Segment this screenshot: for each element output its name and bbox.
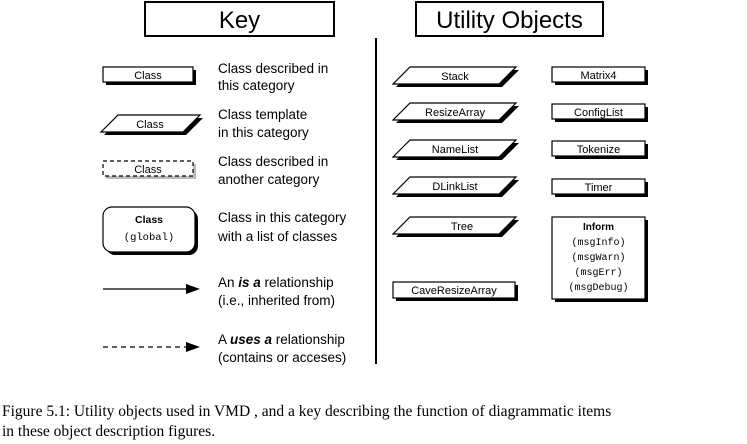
key-list-sub: (global) <box>124 232 174 244</box>
template-tree: Tree <box>391 216 519 237</box>
key-list-title: Class <box>135 214 163 226</box>
key-class-box: Class <box>102 66 196 85</box>
key-isa-arrow <box>103 284 200 294</box>
class-tokenize: Tokenize <box>551 140 648 159</box>
inform-item: (msgWarn) <box>571 252 625 264</box>
template-label: Tree <box>451 221 473 233</box>
class-caveresizearray: CaveResizeArray <box>392 281 518 301</box>
key-uses-text: A uses a relationship <box>218 332 345 347</box>
class-label: Matrix4 <box>580 70 616 82</box>
key-isa-desc: (i.e., inherited from) <box>218 293 335 308</box>
key-template-label: Class <box>136 119 164 131</box>
caption-line-2: in these object description figures. <box>2 423 216 440</box>
inform-title: Inform <box>583 222 614 233</box>
class-inform: Inform (msgInfo) (msgWarn) (msgErr) (msg… <box>551 216 648 302</box>
class-label: ConfigList <box>574 107 623 119</box>
template-stack: Stack <box>391 66 519 87</box>
figure-caption: Figure 5.1: Utility objects used in VMD … <box>2 402 747 442</box>
utility-title: Utility Objects <box>436 7 583 34</box>
class-label: Timer <box>585 182 613 194</box>
key-external-box: Class <box>102 160 196 179</box>
key-uses-desc: (contains or acceses) <box>218 350 346 365</box>
caption-line-1: Figure 5.1: Utility objects used in VMD … <box>2 403 612 420</box>
class-label: Tokenize <box>577 144 620 156</box>
template-label: ResizeArray <box>425 107 485 119</box>
key-external-label: Class <box>134 164 162 176</box>
key-template-shape: Class <box>99 114 203 135</box>
class-matrix4: Matrix4 <box>551 66 648 85</box>
key-template-desc-2: in this category <box>218 125 309 140</box>
key-list-box: Class (global) <box>102 206 198 255</box>
key-class-desc-1: Class described in <box>218 61 328 76</box>
template-dlinklist: DLinkList <box>391 176 519 197</box>
key-template-desc-1: Class template <box>218 107 307 122</box>
class-timer: Timer <box>551 178 648 197</box>
inform-item: (msgInfo) <box>571 237 625 249</box>
class-label: CaveResizeArray <box>411 285 497 297</box>
class-configlist: ConfigList <box>551 103 648 122</box>
key-header: Key <box>144 1 335 37</box>
template-label: Stack <box>441 71 469 83</box>
key-class-desc-2: this category <box>218 78 295 93</box>
key-external-desc-1: Class described in <box>218 154 328 169</box>
template-label: DLinkList <box>432 181 477 193</box>
key-external-desc-2: another category <box>218 172 320 187</box>
key-list-desc-2: with a list of classes <box>217 229 338 244</box>
inform-item: (msgErr) <box>574 267 622 279</box>
key-title: Key <box>219 7 260 34</box>
key-isa-text: An is a relationship <box>218 275 334 290</box>
template-label: NameList <box>432 144 478 156</box>
key-list-desc-1: Class in this category <box>218 210 347 225</box>
utility-header: Utility Objects <box>415 1 604 37</box>
key-uses-arrow <box>103 342 200 352</box>
key-class-label: Class <box>134 70 162 82</box>
inform-item: (msgDebug) <box>568 282 628 294</box>
template-namelist: NameList <box>391 139 519 160</box>
template-resizearray: ResizeArray <box>391 102 519 123</box>
